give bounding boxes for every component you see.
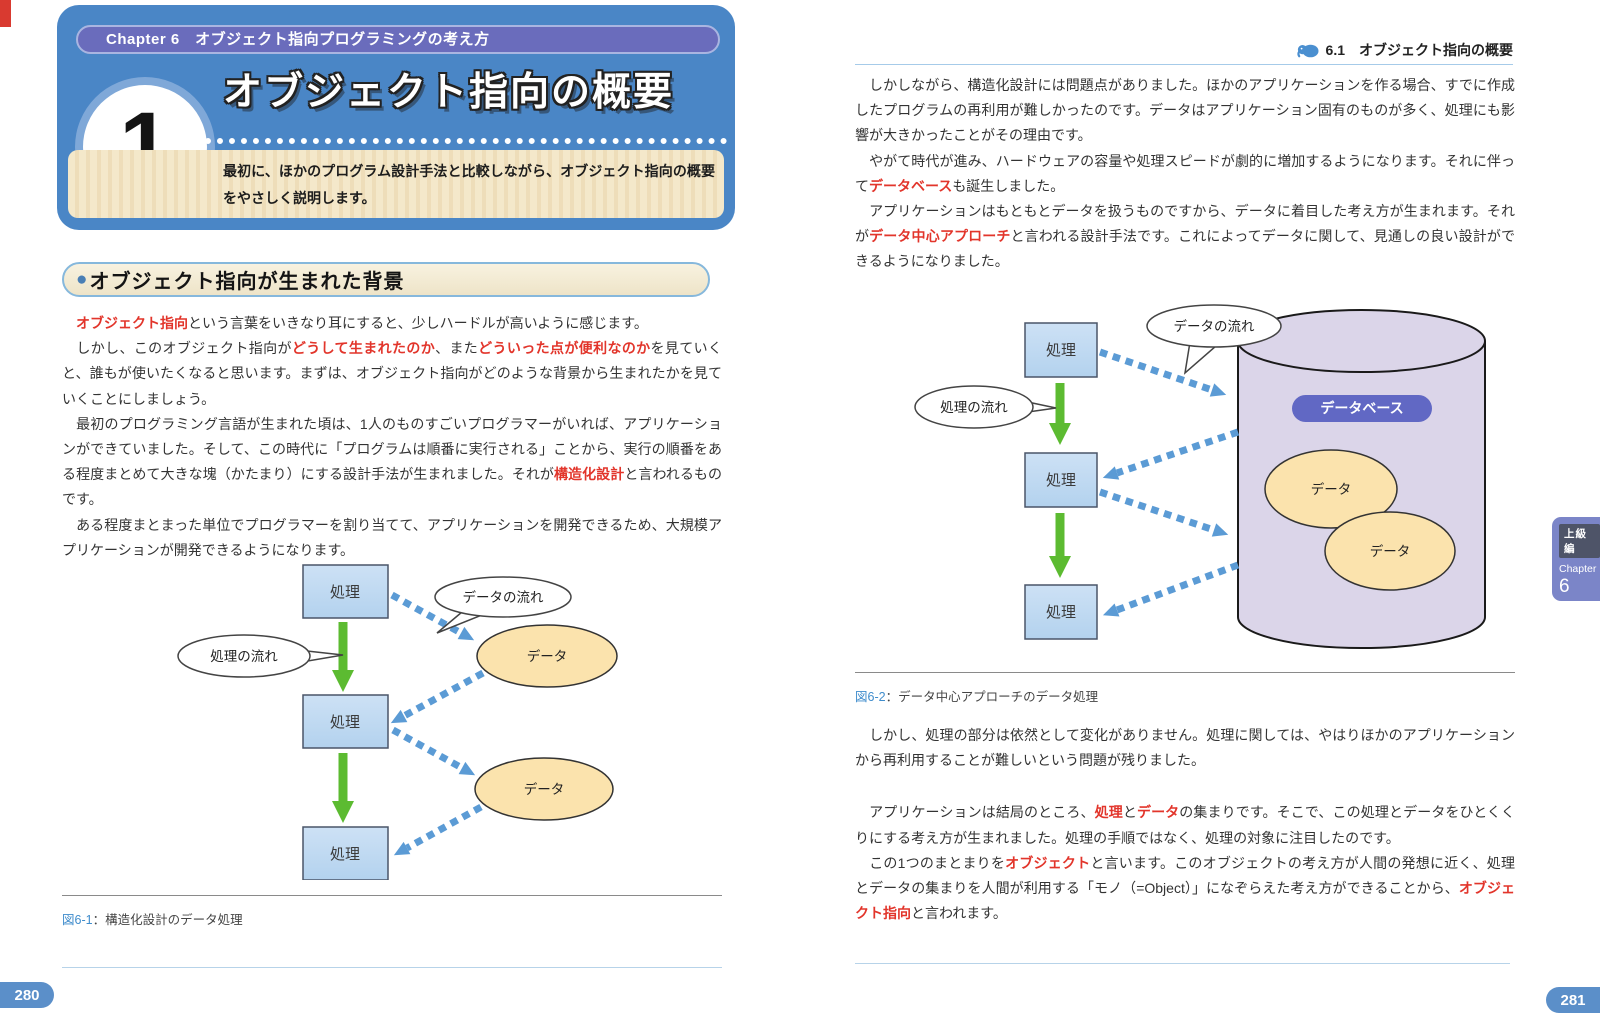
data-ellipse: [476, 624, 618, 688]
paragraph: しかし、このオブジェクト指向がどうして生まれたのか、またどういった点が便利なのか…: [62, 340, 723, 407]
running-header: 6.1 オブジェクト指向の概要: [855, 40, 1513, 65]
process-box-label: 処理: [1046, 472, 1076, 489]
footer-rule: [62, 967, 722, 968]
paragraph: やがて時代が進み、ハードウェアの容量や処理スピードが劇的に増加するようになります…: [855, 152, 1515, 194]
process-box-label: 処理: [1046, 342, 1076, 359]
data-flow-arrow: [1102, 428, 1240, 480]
page-corner-mark: [0, 0, 11, 27]
section-heading-bar: ● オブジェクト指向が生まれた背景: [62, 262, 710, 297]
page-number-left: 280: [0, 982, 54, 1008]
database-badge: [1292, 395, 1432, 422]
subtitle-text: 最初に、ほかのプログラム設計手法と比較しながら、オブジェクト指向の概要をやさしく…: [223, 163, 715, 206]
data-flow-arrow: [1098, 488, 1229, 537]
process-box: [1024, 452, 1098, 508]
running-header-text: 6.1 オブジェクト指向の概要: [1325, 42, 1513, 58]
data-flow-arrow: [391, 726, 476, 776]
process-box: [302, 564, 389, 619]
process-flow-label: 処理の流れ: [940, 400, 1008, 415]
chapter-header-block: Chapter 6 オブジェクト指向プログラミングの考え方 1 オブジェクト指向…: [57, 5, 735, 230]
data-flow-label: データの流れ: [463, 589, 544, 605]
side-tab-chapter-number: 6: [1559, 576, 1595, 602]
speech-bubble-process-flow: [914, 385, 1034, 429]
figure-caption-label: 図6-2: [855, 690, 886, 704]
data-flow-arrow: [1098, 348, 1227, 397]
chapter-side-tab: 上級編 Chapter 6: [1552, 517, 1600, 602]
speech-bubble-data-flow: [434, 576, 572, 618]
side-tab-level-badge: 上級編: [1559, 524, 1600, 558]
data-flow-arrow: [1102, 561, 1240, 617]
page-title: オブジェクト指向の概要: [223, 71, 675, 114]
figure-6-2-caption: 図6-2：データ中心アプローチのデータ処理: [855, 672, 1515, 705]
paragraph: しかし、処理の部分は依然として変化がありません。処理に関しては、やはりほかのアプ…: [855, 727, 1515, 769]
data-ellipse-label: データ: [1311, 481, 1352, 497]
database-badge-label: データベース: [1320, 400, 1403, 416]
chapter-badge: Chapter 6 オブジェクト指向プログラミングの考え方: [76, 25, 720, 54]
figure-caption-text: ：データ中心アプローチのデータ処理: [885, 690, 1099, 704]
paragraph: この1つのまとまりをオブジェクトと言います。このオブジェクトの考え方が人間の発想…: [855, 854, 1516, 922]
process-box: [1024, 584, 1098, 640]
data-flow-arrow: [390, 669, 485, 724]
figure-caption-text: ：構造化設計のデータ処理: [92, 913, 243, 927]
paragraph: オブジェクト指向という言葉をいきなり耳にすると、少しハードルが高いように感じます…: [76, 315, 648, 331]
process-box-label: 処理: [1046, 604, 1076, 621]
section-heading: オブジェクト指向が生まれた背景: [89, 271, 405, 293]
process-box-label: 処理: [330, 846, 360, 863]
speech-bubble-data-flow: [1146, 304, 1282, 348]
data-flow-arrow: [393, 803, 483, 856]
data-ellipse: [474, 757, 614, 821]
dotted-divider: [205, 138, 727, 144]
process-flow-label: 処理の流れ: [210, 649, 278, 664]
figure-6-2-diagram: データベース データ データ 処理 処理 処理 データの流れ: [880, 280, 1520, 660]
page-number-right: 281: [1546, 987, 1600, 1013]
process-box-label: 処理: [330, 714, 360, 731]
process-box: [302, 826, 389, 881]
left-body-text: オブジェクト指向という言葉をいきなり耳にすると、少しハードルが高いように感じます…: [62, 311, 722, 563]
figure-6-1-diagram: 処理 処理 処理 データ データ データの流れ 処理の流れ: [150, 540, 650, 881]
figure-6-1-caption: 図6-1：構造化設計のデータ処理: [62, 895, 722, 928]
process-box-label: 処理: [330, 584, 360, 601]
subtitle-box: 最初に、ほかのプログラム設計手法と比較しながら、オブジェクト指向の概要をやさしく…: [68, 150, 724, 218]
section-bullet-icon: ●: [76, 269, 88, 290]
process-box: [1024, 322, 1098, 378]
paragraph: しかしながら、構造化設計には問題点がありました。ほかのアプリケーションを作る場合…: [855, 77, 1515, 144]
process-box: [302, 694, 389, 749]
data-ellipse: [1324, 511, 1456, 591]
data-ellipse: [1264, 449, 1398, 529]
data-ellipse-label: データ: [527, 648, 568, 664]
right-body-text-top: しかしながら、構造化設計には問題点がありました。ほかのアプリケーションを作る場合…: [855, 73, 1515, 275]
data-ellipse-label: データ: [1370, 543, 1411, 559]
paragraph: アプリケーションはもともとデータを扱うものですから、データに着目した考え方が生ま…: [855, 203, 1515, 270]
data-flow-label: データの流れ: [1174, 318, 1255, 334]
data-ellipse-label: データ: [524, 781, 565, 797]
side-tab-chapter-label: Chapter: [1559, 563, 1597, 575]
paragraph: ある程度まとまった単位でプログラマーを割り当てて、アプリケーションを開発できるた…: [62, 516, 722, 558]
speech-bubble-process-flow: [177, 634, 311, 678]
paragraph: アプリケーションは結局のところ、処理とデータの集まりです。そこで、この処理とデー…: [855, 804, 1516, 846]
elephant-icon: [1296, 44, 1319, 58]
figure-caption-label: 図6-1: [62, 913, 93, 927]
footer-rule: [855, 963, 1510, 964]
paragraph: 最初のプログラミング言語が生まれた頃は、1人のものすごいプログラマーがいれば、ア…: [62, 415, 722, 508]
right-body-text-bottom: しかし、処理の部分は依然として変化がありません。処理に関しては、やはりほかのアプ…: [855, 723, 1515, 926]
